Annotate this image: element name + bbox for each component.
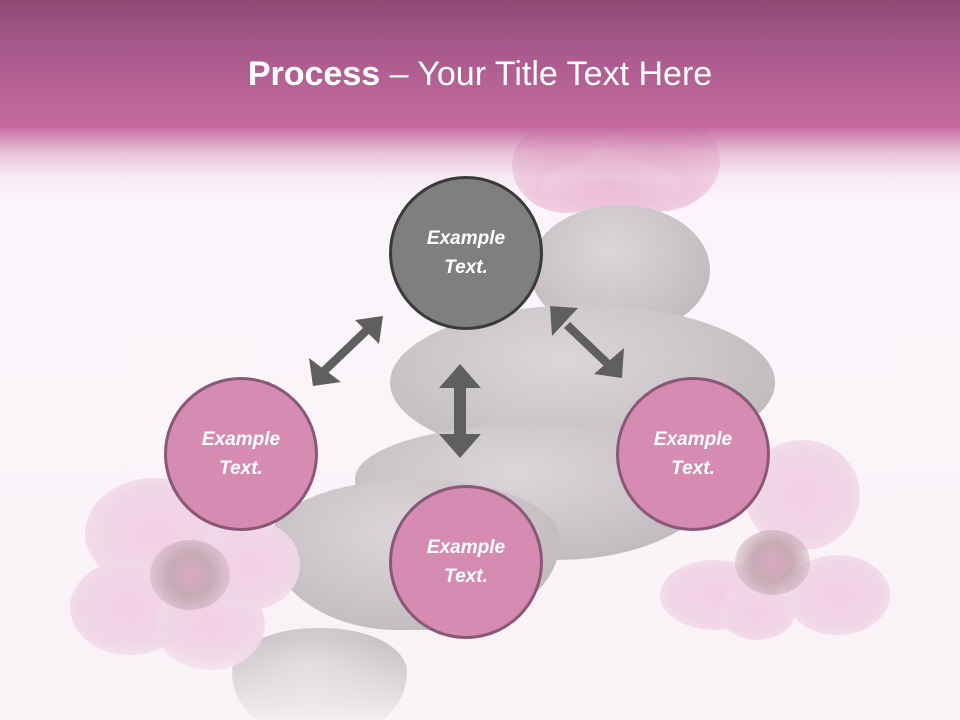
- title-bar: Process – Your Title Text Here: [0, 0, 960, 128]
- process-node-left[interactable]: Example Text.: [164, 377, 318, 531]
- process-node-top[interactable]: Example Text.: [389, 176, 543, 330]
- slide-title: Process – Your Title Text Here: [0, 52, 960, 96]
- process-node-bottom[interactable]: Example Text.: [389, 485, 543, 639]
- node-label: Example Text.: [201, 429, 281, 479]
- double-arrow-vertical-icon: [439, 364, 481, 458]
- title-bold: Process: [247, 55, 381, 93]
- double-arrow-diagonal-icon: [309, 316, 383, 386]
- node-label: Example Text.: [426, 537, 506, 587]
- title-text: – Your Title Text Here: [380, 55, 713, 93]
- reflection: [0, 640, 960, 720]
- process-node-right[interactable]: Example Text.: [616, 377, 770, 531]
- node-label: Example Text.: [426, 228, 506, 278]
- double-arrow-diagonal-icon: [550, 306, 624, 378]
- blossom-petal: [720, 585, 795, 640]
- blossom-center: [150, 540, 230, 610]
- node-label: Example Text.: [653, 429, 733, 479]
- blossom-center: [735, 530, 810, 595]
